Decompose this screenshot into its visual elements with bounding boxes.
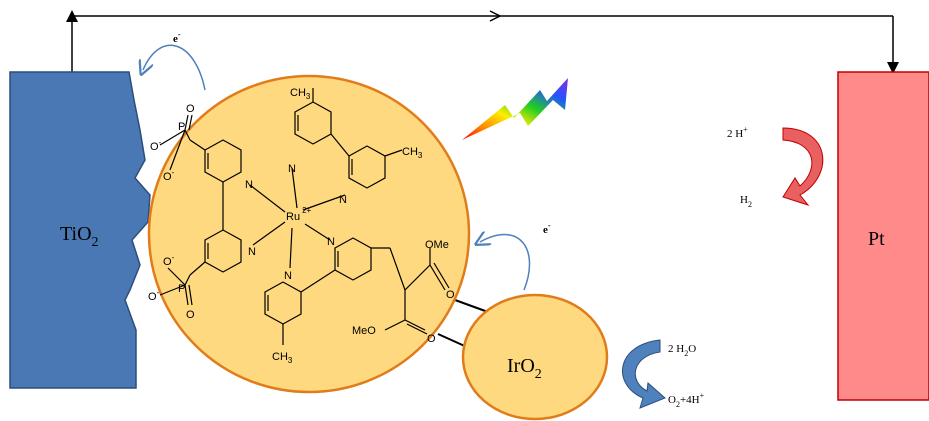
ruthenium-label: Ru2+ [286,206,312,223]
hydrogen-label: H2 [740,194,752,209]
ruthenium-complex-structure [159,88,450,345]
external-circuit-wire [66,10,899,74]
electron-injection-arrow [143,44,206,91]
oxygen-double-top: O [186,103,195,115]
water-label: 2 H2O [668,343,696,358]
nitrogen-label-2: N [339,194,347,206]
electron-transfer-arrow [480,235,531,291]
electron-label-right: e- [543,221,551,236]
water-oxidation-arrow [622,339,666,409]
anion-oxygen-2: O- [163,168,175,183]
nitrogen-label-5: N [284,270,292,282]
pt-label: Pt [868,228,885,250]
tio2-label: TiO2 [60,223,99,250]
anion-oxygen-4: O- [148,288,160,303]
anion-oxygen-1: O- [150,138,162,153]
pt-electrode [837,71,929,401]
oxygen-label: O2+4H+ [668,391,705,409]
iro2-link-upper [454,299,489,313]
carbonyl-oxygen-top: O [446,289,455,301]
molecule-labels: CH3 CH3 CH3 Ru2+ N N N N N N P P O O O- … [148,87,455,365]
ester-bottom-label: MeO [352,325,376,337]
current-direction-arrow [489,10,502,22]
nitrogen-label-4: N [248,246,256,258]
methyl-bottom-label: CH3 [272,351,293,365]
proton-reduction-arrow [782,127,824,206]
phosphorus-label-bottom: P [178,283,185,295]
iro2-particle [461,293,609,421]
nitrogen-label-3: N [245,179,253,191]
proton-label: 2 H+ [727,125,748,140]
electron-label-left: e- [173,30,181,45]
light-lightning-icon [462,78,568,140]
oxygen-double-bottom: O [186,309,195,321]
tio2-electrode [9,71,151,389]
anion-oxygen-3: O- [163,253,175,268]
sensitizer-circle [147,74,471,394]
phosphorus-label-top: P [178,121,185,133]
methyl-right-label: CH3 [402,146,423,160]
iro2-label: IrO2 [507,355,542,382]
nitrogen-label-1: N [288,163,296,175]
carbonyl-oxygen-bottom: O [427,333,436,345]
methyl-top-label: CH3 [290,87,311,101]
nitrogen-label-6: N [327,236,335,248]
ester-top-label: OMe [425,239,449,251]
